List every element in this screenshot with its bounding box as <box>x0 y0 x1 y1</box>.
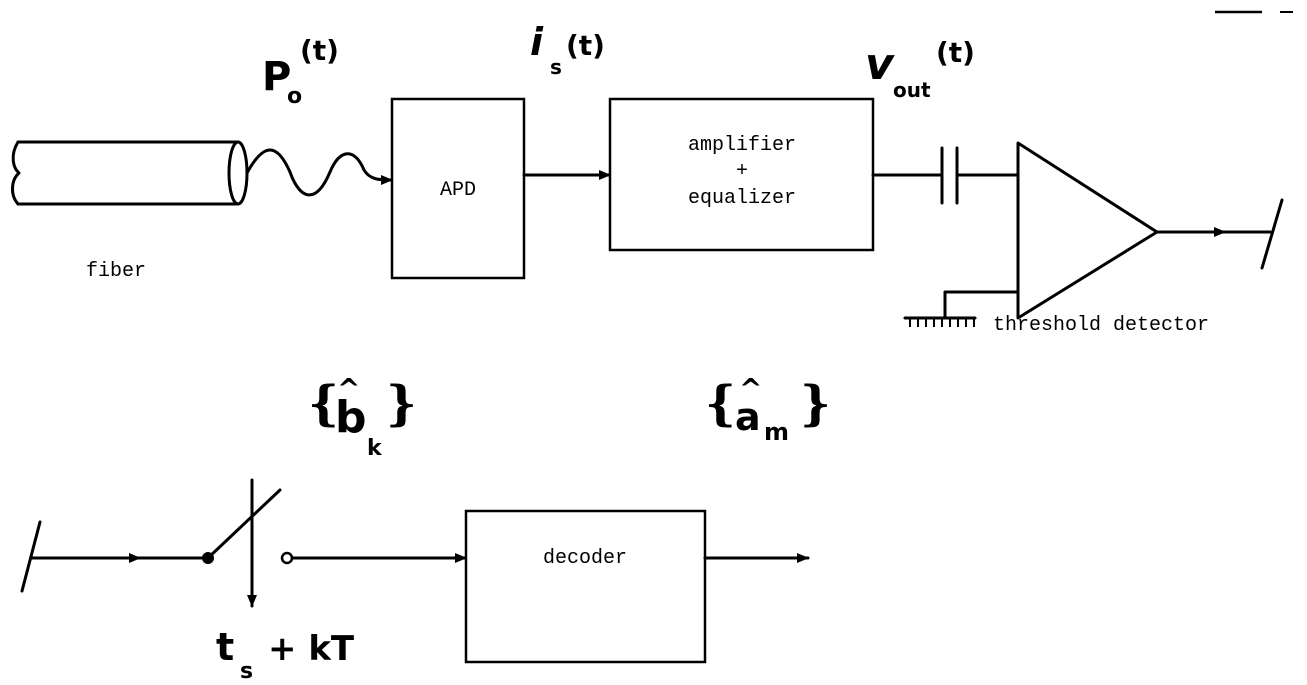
svg-text:i: i <box>530 20 544 64</box>
svg-text:b: b <box>335 392 367 443</box>
vout-signal-label: v out (t) <box>865 36 975 102</box>
svg-text:(t): (t) <box>936 36 975 69</box>
svg-text:{: { <box>308 376 339 432</box>
svg-text:+ kT: + kT <box>268 629 355 669</box>
svg-text:P: P <box>262 54 291 100</box>
svg-text:s: s <box>550 55 562 79</box>
continuation-mark-left <box>20 520 42 593</box>
sampling-switch <box>202 488 294 565</box>
svg-text:^: ^ <box>337 372 360 405</box>
svg-text:out: out <box>893 78 931 102</box>
coupling-capacitor <box>940 146 959 205</box>
is-signal-label: i s (t) <box>530 20 605 79</box>
svg-text:(t): (t) <box>566 29 605 62</box>
svg-text:m: m <box>764 418 789 446</box>
decoder-block <box>464 509 707 664</box>
decoder-label: decoder <box>543 547 627 570</box>
svg-text:t: t <box>216 625 234 669</box>
svg-text:{: { <box>705 376 736 432</box>
svg-text:a: a <box>735 395 761 439</box>
svg-text:v: v <box>865 39 895 90</box>
svg-text:s: s <box>240 659 253 684</box>
fiber-cylinder <box>11 140 249 206</box>
amp-label-line2: + <box>736 160 748 183</box>
fiber-label: fiber <box>86 260 146 283</box>
apd-block <box>390 97 526 280</box>
svg-text:}: } <box>386 376 417 432</box>
svg-text:^: ^ <box>739 372 762 405</box>
apd-label: APD <box>440 179 476 202</box>
threshold-detector-label: threshold detector <box>993 314 1209 337</box>
svg-text:(t): (t) <box>300 34 339 67</box>
sampling-time-label: t s + kT <box>216 625 355 684</box>
svg-text:o: o <box>287 84 302 109</box>
ground-symbol <box>903 290 1020 327</box>
continuation-mark-right <box>1260 198 1284 270</box>
optical-signal-wave <box>245 148 394 197</box>
svg-text:k: k <box>367 436 383 461</box>
po-signal-label: P o (t) <box>262 34 339 109</box>
bk-label: { ^ b k } <box>308 372 417 461</box>
amp-label-line1: amplifier <box>688 134 796 157</box>
svg-text:}: } <box>800 376 831 432</box>
am-label: { ^ a m } <box>705 372 831 446</box>
amp-label-line3: equalizer <box>688 187 796 210</box>
threshold-detector-triangle <box>1016 141 1159 320</box>
